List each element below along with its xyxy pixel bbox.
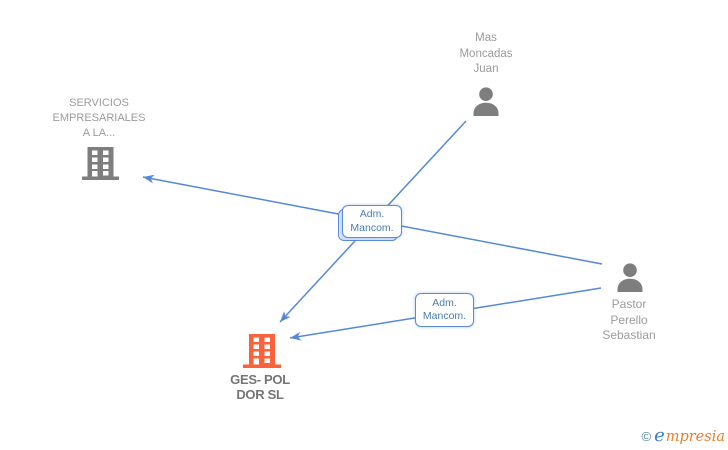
empresia-logo[interactable]: © e mpresia [641, 425, 725, 446]
mas-moncadas-label-line1: Mas [475, 32, 497, 44]
edge-label-adm-mancom-2[interactable]: Adm. Mancom. [415, 293, 474, 327]
gespol-label-line2: DOR SL [236, 387, 284, 402]
servicios-company-icon[interactable] [82, 147, 119, 185]
servicios-label-line1: SERVICIOS [69, 97, 129, 109]
gespol-label[interactable]: GES- POL DOR SL [230, 372, 290, 402]
pastor-label-line2: Perello [610, 312, 648, 327]
edge-label-adm-mancom-2-line2: Mancom. [422, 310, 467, 322]
servicios-label-line3: A LA... [82, 127, 116, 139]
mas-moncadas-label-line2: Moncadas [459, 47, 513, 60]
empresia-logo-initial: e [654, 425, 665, 446]
pastor-person-icon[interactable] [616, 263, 644, 297]
servicios-label-line2: EMPRESARIALES [52, 112, 146, 124]
mas-moncadas-person-icon[interactable] [472, 87, 500, 121]
gespol-company-icon[interactable] [243, 334, 281, 373]
gespol-label-line1: GES- POL [230, 372, 290, 387]
edge-label-adm-mancom-2-line1: Adm. [432, 296, 457, 309]
empresia-logo-text: mpresia [665, 429, 725, 445]
edge-label-adm-mancom-1[interactable]: Adm. Mancom. [342, 205, 402, 238]
pastor-label-line1: Pastor [611, 297, 647, 311]
edge-label-adm-mancom-1-line2: Mancom. [350, 221, 394, 234]
pastor-label-line3: Sebastian [602, 328, 656, 342]
mas-moncadas-label[interactable]: Mas Moncadas Juan [459, 31, 512, 78]
servicios-label[interactable]: SERVICIOS EMPRESARIALES A LA... [53, 96, 146, 141]
pastor-label[interactable]: Pastor Perello Sebastian [602, 297, 655, 344]
edge-label-adm-mancom-1-line1: Adm. [359, 208, 385, 220]
mas-moncadas-label-line3: Juan [473, 63, 499, 75]
copyright-icon: © [641, 429, 652, 444]
